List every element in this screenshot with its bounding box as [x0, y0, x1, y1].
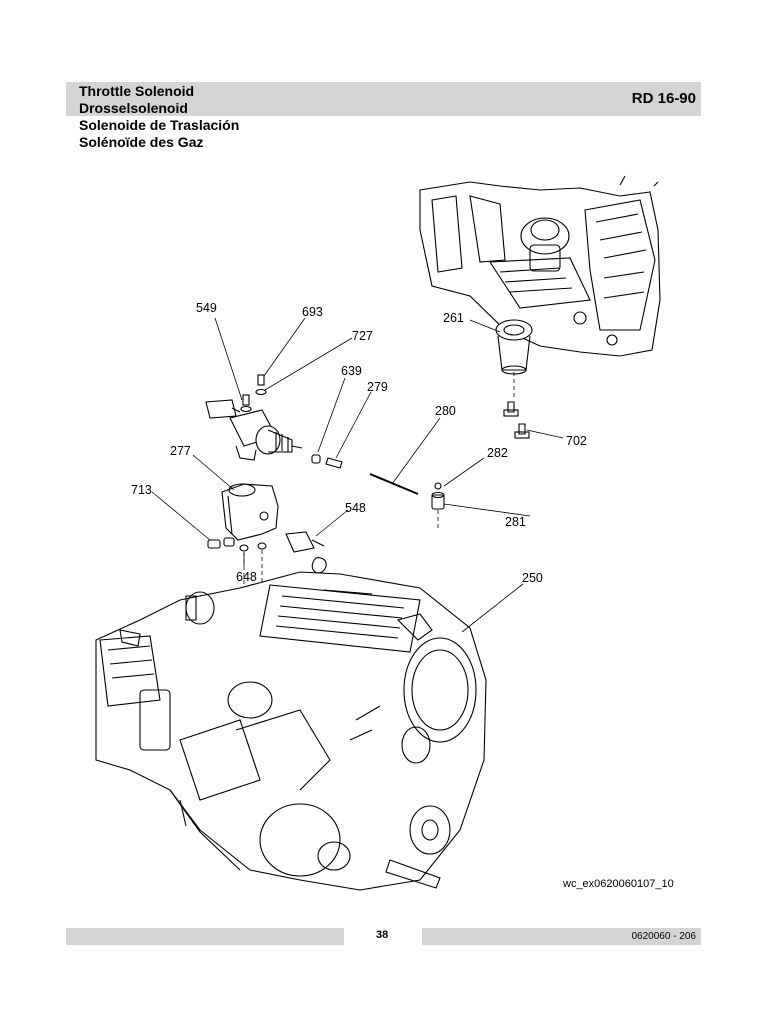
figure-reference: wc_ex0620060107_10: [563, 878, 674, 890]
title-block: Throttle Solenoid Drosselsolenoid Soleno…: [79, 83, 239, 151]
callout-639: 639: [341, 364, 362, 378]
part-639-279-pins: [311, 454, 343, 469]
callout-277: 277: [170, 444, 191, 458]
title-german: Drosselsolenoid: [79, 100, 188, 116]
callout-693: 693: [302, 305, 323, 319]
callout-727: 727: [352, 329, 373, 343]
part-648-washers: [239, 542, 267, 552]
title-english: Throttle Solenoid: [79, 83, 195, 99]
callout-702: 702: [566, 434, 587, 448]
callout-250: 250: [522, 571, 543, 585]
callout-549: 549: [196, 301, 217, 315]
part-548-sensor: [285, 531, 325, 553]
engine-main-drawing: [95, 557, 487, 891]
title-spanish: Solenoide de Traslación: [79, 117, 240, 133]
callout-279: 279: [367, 380, 388, 394]
callout-261: 261: [443, 311, 464, 325]
footer-bar-left: [66, 928, 344, 945]
document-number: 0620060 - 206: [631, 931, 696, 942]
title-french: Solénoïde des Gaz: [79, 134, 204, 150]
model-code: RD 16-90: [631, 90, 696, 107]
callout-280: 280: [435, 404, 456, 418]
part-702-bolts: [503, 401, 530, 439]
part-277-bracket: [221, 483, 279, 541]
part-713-fittings: [207, 537, 235, 549]
header-bar: [66, 82, 701, 116]
callout-548: 548: [345, 501, 366, 515]
footer-bar-right: [422, 928, 701, 945]
part-282-281-fittings: [431, 482, 445, 510]
callout-282: 282: [487, 446, 508, 460]
part-693-727-screws: [240, 374, 267, 413]
part-280-rod: [369, 473, 419, 495]
engine-detail-drawing: [419, 175, 661, 357]
part-261-adapter: [495, 319, 533, 375]
part-549-solenoid: [205, 399, 303, 461]
callout-281: 281: [505, 515, 526, 529]
callout-648: 648: [236, 570, 257, 584]
page-number: 38: [376, 929, 389, 941]
callout-713: 713: [131, 483, 152, 497]
